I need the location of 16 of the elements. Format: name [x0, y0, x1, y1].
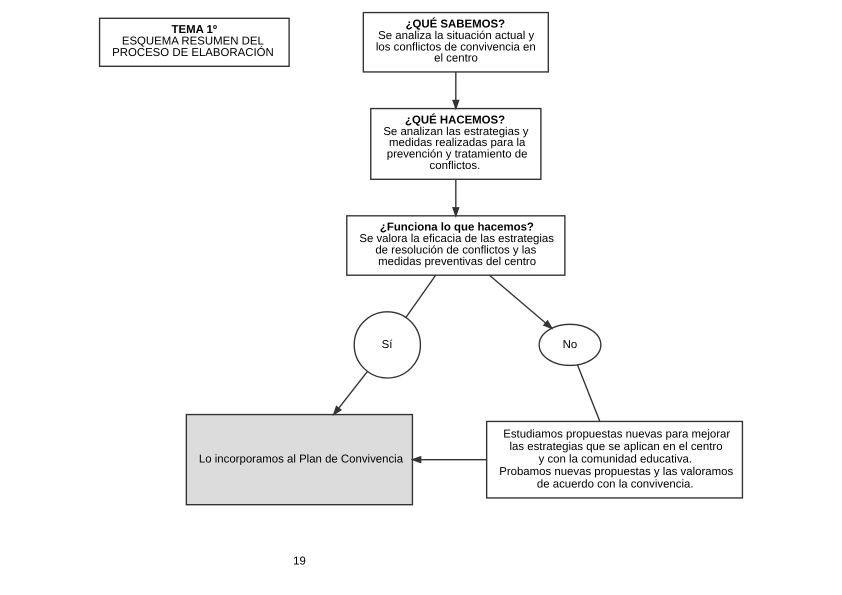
arrow	[332, 371, 368, 416]
label: 19	[293, 556, 306, 568]
node-circle: Sí	[354, 311, 422, 379]
arrow	[489, 274, 554, 330]
connector	[405, 274, 436, 318]
node-box: Estudiamos propuestas nuevas para mejorar las estrategias que se aplican en el centro y con la comunidad educativa. Probamos nuevas propuestas y las valoramos de acuerdo con la convivencia.	[486, 420, 744, 499]
node-box: TEMA 1º ESQUEMA RESUMEN DEL PROCESO DE ELABORACIÓN	[98, 18, 290, 67]
node-box: ¿QUÉ SABEMOS? Se analiza la situación actual y los conflictos de convivencia en el centro	[362, 12, 549, 73]
arrow	[410, 456, 486, 464]
node-box: Lo incorporamos al Plan de Convivencia	[186, 414, 414, 506]
node-box: ¿QUÉ HACEMOS? Se analizan las estrategias y medidas realizadas para la prevención y tratamiento de conflictos.	[370, 108, 542, 180]
arrow	[452, 72, 460, 111]
node-box: ¿Funciona lo que hacemos? Se valora la eficacia de las estrategias de resolución de conflictos y las medidas preventivas del centro	[346, 215, 566, 276]
connector	[576, 364, 600, 422]
node-ellipse: No	[538, 324, 602, 366]
arrow	[452, 180, 460, 218]
